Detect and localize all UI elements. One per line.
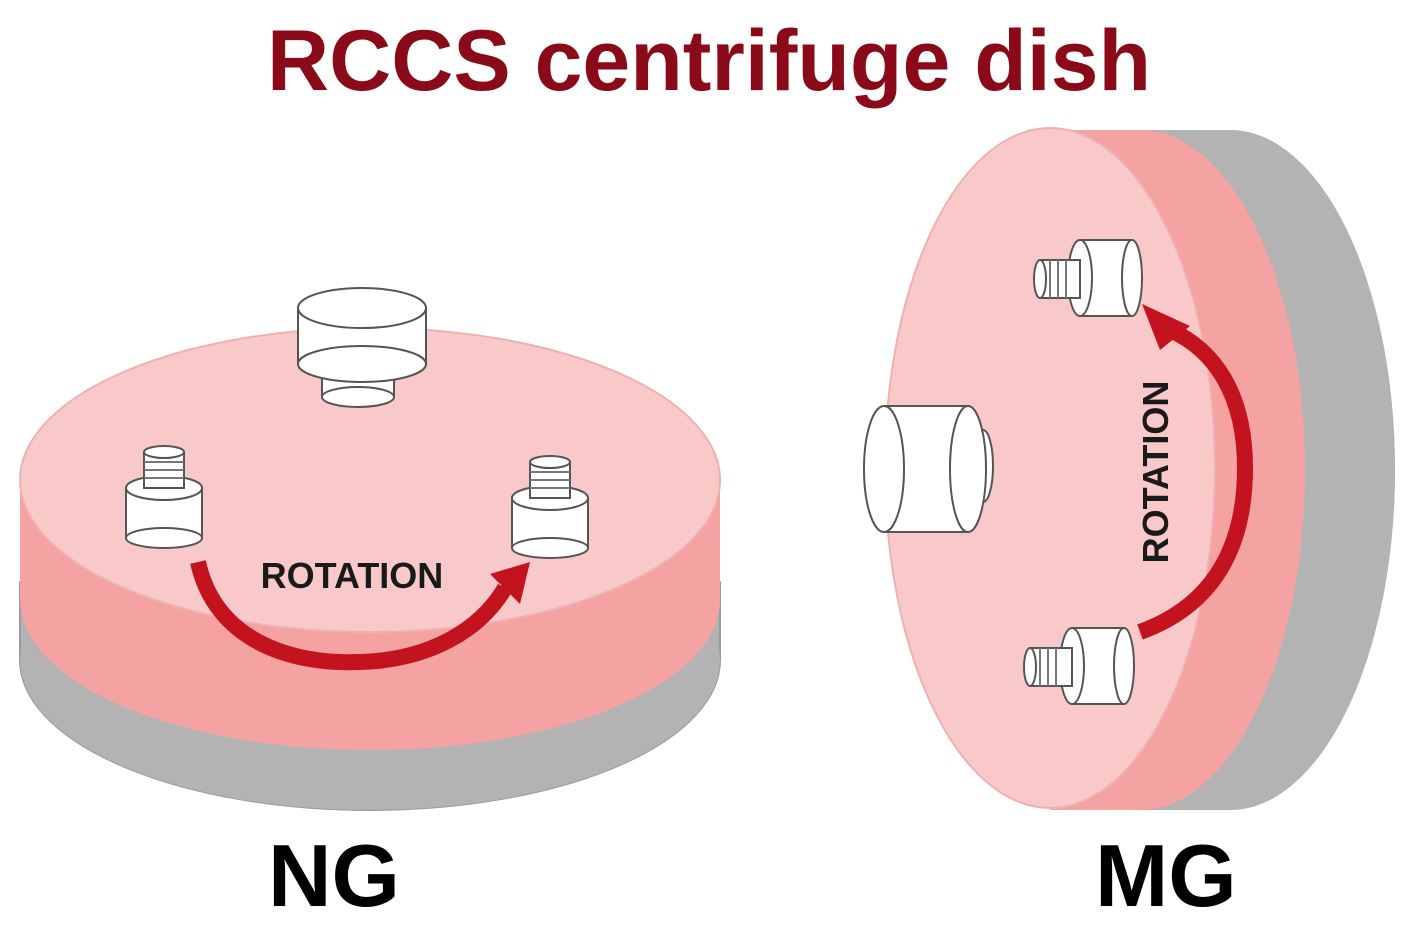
ng-dish: ROTATION: [19, 287, 721, 811]
ng-rotation-arrowhead: [490, 562, 530, 604]
mg-rotation-arrow: [1137, 322, 1254, 640]
ng-center-mount: [297, 287, 427, 408]
mg-screw-post-bottom: [1023, 627, 1135, 705]
mg-rotation-label: ROTATION: [1135, 381, 1176, 564]
mg-side-mount: [863, 405, 994, 533]
page-title: RCCS centrifuge dish: [267, 13, 1151, 109]
ng-rotation-label: ROTATION: [261, 555, 444, 596]
mg-rotation-arrowhead: [1142, 304, 1190, 350]
mg-caption: MG: [1095, 826, 1237, 925]
ng-rotation-arrow: [190, 560, 512, 671]
mg-screw-post-top: [1033, 239, 1143, 317]
mg-dish: ROTATION: [863, 127, 1395, 810]
ng-screw-post-right: [511, 455, 589, 559]
ng-caption: NG: [268, 826, 400, 925]
ng-screw-post-left: [125, 445, 203, 549]
